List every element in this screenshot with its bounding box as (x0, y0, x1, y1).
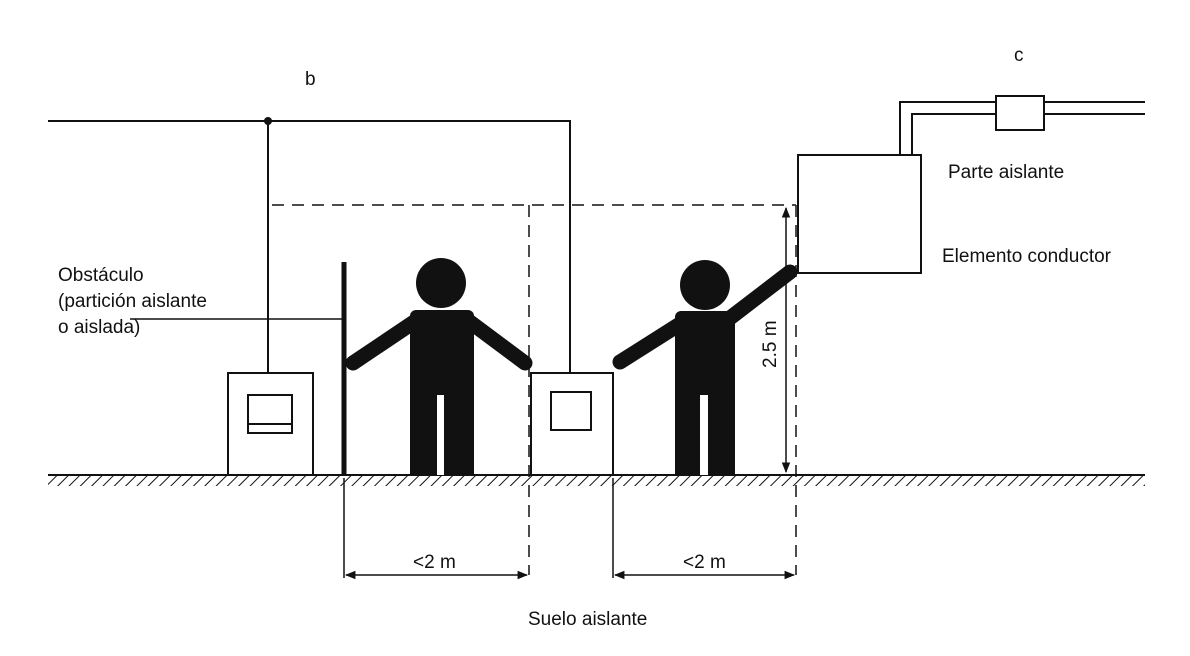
label-b: b (305, 69, 316, 90)
label-distance-right: <2 m (683, 552, 726, 573)
label-insulating-floor: Suelo aislante (528, 609, 648, 630)
label-c: c (1014, 45, 1024, 66)
distance-dimensions (343, 478, 796, 580)
conductive-element (797, 154, 922, 274)
person-right-figure (612, 260, 798, 475)
label-distance-left: <2 m (413, 552, 456, 573)
obstacle-partition (130, 262, 347, 475)
label-height: 2.5 m (760, 320, 781, 368)
reach-envelope (272, 204, 797, 575)
label-insulating-part: Parte aislante (948, 162, 1065, 183)
insulating-part (899, 95, 1145, 155)
equipment-box-middle (530, 372, 614, 476)
label-conductive-element: Elemento conductor (942, 246, 1111, 267)
insulating-floor (48, 474, 1145, 486)
label-obstacle: Obstáculo (partición aislante o aislada) (58, 265, 207, 338)
supply-conductor (48, 117, 571, 390)
equipment-box-left (227, 372, 314, 476)
person-left-figure (345, 258, 533, 475)
